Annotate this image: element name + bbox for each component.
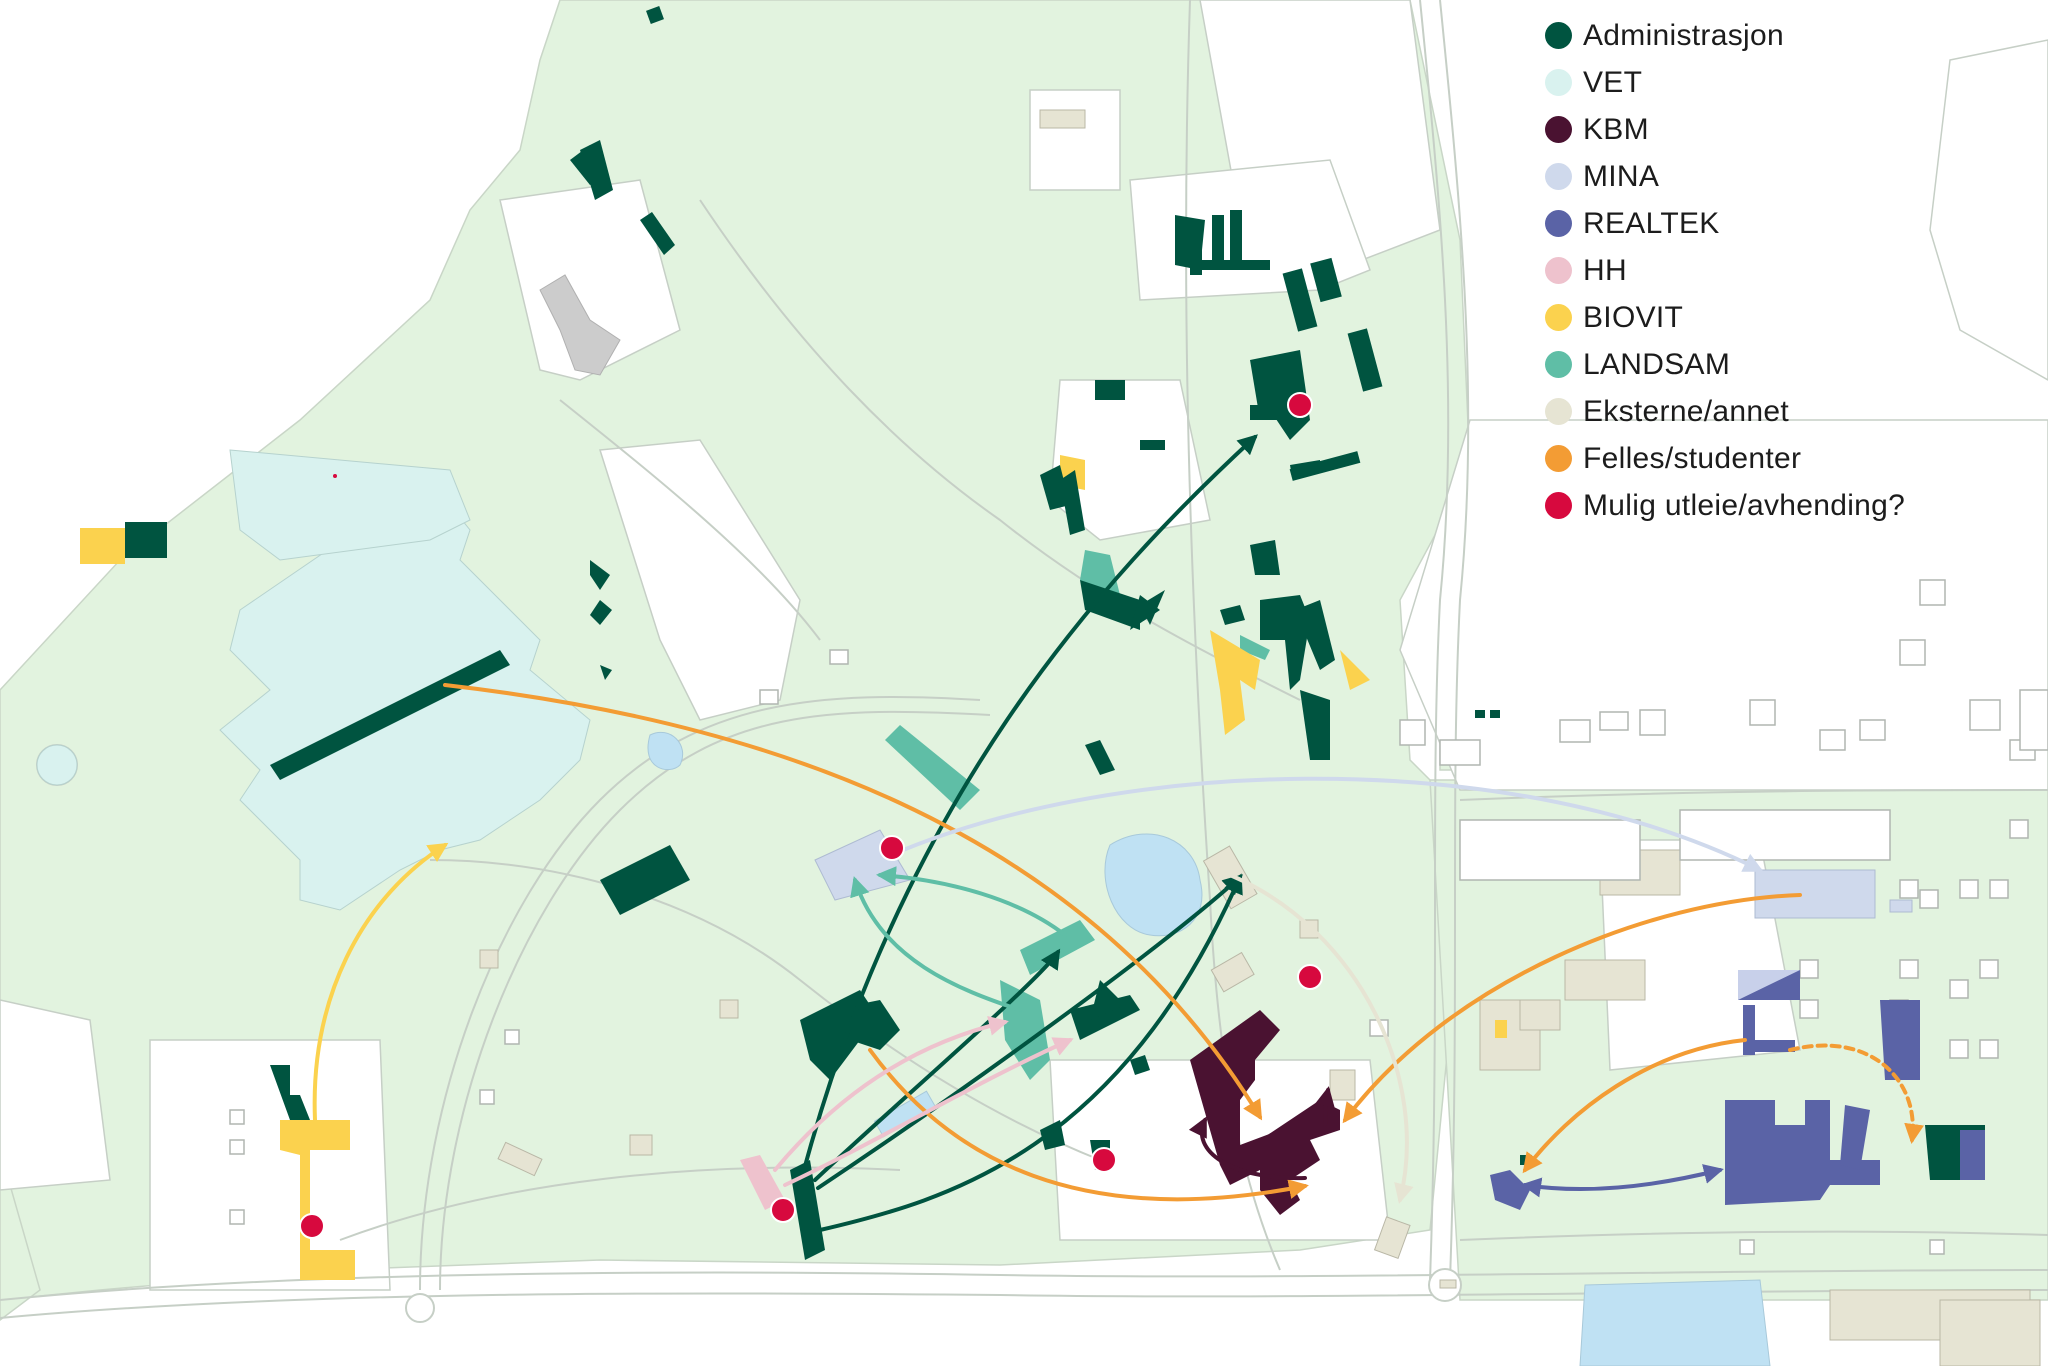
legend-swatch xyxy=(1545,163,1572,190)
arrow-eksterne xyxy=(1228,873,1414,1204)
legend-swatch xyxy=(1545,210,1572,237)
lake-south xyxy=(1579,1279,1771,1366)
legend-swatch xyxy=(1545,492,1572,519)
arrow-admin-1 xyxy=(798,434,1258,1187)
arrow-hh-1 xyxy=(773,1016,1009,1172)
buildings-biovit xyxy=(80,455,1507,1280)
legend-item-kbm: KBM xyxy=(1545,106,2025,153)
legend-item-landsam: LANDSAM xyxy=(1545,341,2025,388)
legend-label: KBM xyxy=(1583,112,1649,146)
legend-item-felles: Felles/studenter xyxy=(1545,435,2025,482)
arrow-admin-4 xyxy=(818,873,1243,1232)
rental-marker xyxy=(299,1213,325,1239)
legend-item-hh: HH xyxy=(1545,247,2025,294)
rental-marker xyxy=(770,1197,796,1223)
arrow-admin-2 xyxy=(813,948,1061,1182)
buildings-realtek xyxy=(1490,970,1985,1210)
legend-swatch xyxy=(1545,69,1572,96)
buildings-administrasjon xyxy=(125,6,1985,1260)
legend-item-administrasjon: Administrasjon xyxy=(1545,12,2025,59)
legend-swatch xyxy=(1545,116,1572,143)
legend-label: LANDSAM xyxy=(1583,347,1731,381)
legend-item-biovit: BIOVIT xyxy=(1545,294,2025,341)
water-bodies xyxy=(647,731,1771,1366)
arrow-admin-3 xyxy=(816,874,1243,1190)
tiny-red-dot xyxy=(333,474,337,478)
legend-swatch xyxy=(1545,398,1572,425)
legend-label: MINA xyxy=(1583,159,1660,193)
rental-marker xyxy=(1297,964,1323,990)
legend-item-eksterne: Eksterne/annet xyxy=(1545,388,2025,435)
arrow-hh-2 xyxy=(783,1037,1074,1187)
arrow-mina xyxy=(878,776,1764,872)
legend-label: Administrasjon xyxy=(1583,18,1784,52)
buildings-hh xyxy=(740,1155,785,1210)
arrow-felles-4 xyxy=(1522,1038,1747,1174)
legend-item-vet: VET xyxy=(1545,59,2025,106)
buildings-eksterne xyxy=(479,109,2041,1366)
arrow-felles-1 xyxy=(443,683,1263,1121)
map-legend: Administrasjon VET KBM MINA REALTEK HH B… xyxy=(1545,12,2025,529)
buildings-vet xyxy=(36,449,591,911)
arrow-landsam-2 xyxy=(876,866,1067,937)
legend-label: REALTEK xyxy=(1583,206,1720,240)
legend-label: Mulig utleie/avhending? xyxy=(1583,488,1906,522)
legend-label: BIOVIT xyxy=(1583,300,1684,334)
arrow-felles-2 xyxy=(868,1048,1309,1202)
legend-swatch xyxy=(1545,351,1572,378)
arrow-felles-5 xyxy=(1788,1043,1925,1144)
legend-item-utleie: Mulig utleie/avhending? xyxy=(1545,482,2025,529)
legend-label: Felles/studenter xyxy=(1583,441,1802,475)
flow-arrows xyxy=(312,434,1925,1232)
arrow-biovit xyxy=(312,842,449,1122)
legend-swatch xyxy=(1545,257,1572,284)
legend-swatch xyxy=(1545,445,1572,472)
rental-marker xyxy=(879,835,905,861)
legend-swatch xyxy=(1545,22,1572,49)
arrow-kbm-2 xyxy=(1315,1086,1335,1127)
legend-swatch xyxy=(1545,304,1572,331)
legend-item-mina: MINA xyxy=(1545,153,2025,200)
pond-small xyxy=(647,731,684,770)
rental-markers xyxy=(299,392,1323,1239)
rental-marker xyxy=(1091,1147,1117,1173)
legend-label: HH xyxy=(1583,253,1627,287)
legend-label: VET xyxy=(1583,65,1643,99)
legend-label: Eksterne/annet xyxy=(1583,394,1789,428)
legend-item-realtek: REALTEK xyxy=(1545,200,2025,247)
arrow-realtek xyxy=(1521,1164,1724,1198)
buildings-grey xyxy=(539,274,621,376)
pond-center xyxy=(1104,833,1203,937)
arrow-landsam-1 xyxy=(850,876,1022,1012)
arrow-kbm-1 xyxy=(1188,1116,1307,1181)
rental-marker xyxy=(1287,392,1313,418)
